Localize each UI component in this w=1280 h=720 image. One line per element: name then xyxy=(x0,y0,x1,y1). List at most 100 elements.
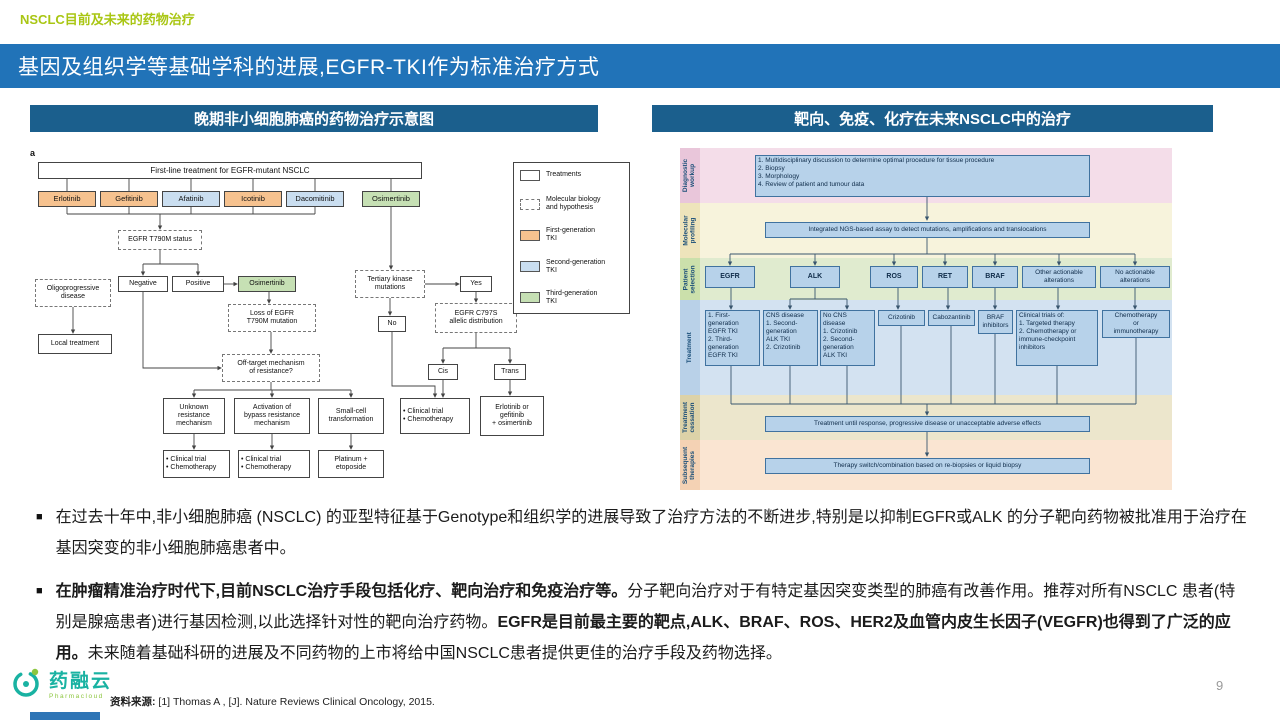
pharmacloud-logo-icon xyxy=(13,668,39,697)
page-title: 基因及组织学等基础学科的进展,EGFR-TKI作为标准治疗方式 xyxy=(18,56,600,79)
logo-subtitle: Pharmacloud xyxy=(49,693,104,700)
node-dacomitinib: Dacomitinib xyxy=(286,191,344,207)
node-negative: Negative xyxy=(118,276,168,292)
figure-label-a: a xyxy=(30,148,36,158)
box-cabozantinib: Cabozantinib xyxy=(928,310,975,326)
node-erlotinib-gefitinib-osimertinib: Erlotinib or gefitinib + osimertinib xyxy=(480,396,544,436)
eyebrow-title: NSCLC目前及未来的药物治疗 xyxy=(20,12,195,27)
box-treatment-cessation: Treatment until response, progressive di… xyxy=(765,416,1090,432)
node-bypass-resistance: Activation of bypass resistance mechanis… xyxy=(234,398,310,434)
pharmacloud-logo: 药融云 Pharmacloud xyxy=(10,664,112,702)
bullet-marker: ■ xyxy=(36,585,43,598)
legend-swatch-molecular xyxy=(520,198,540,210)
node-trans: Trans xyxy=(494,364,526,380)
box-ret: RET xyxy=(922,266,968,288)
box-subsequent-therapy: Therapy switch/combination based on re-b… xyxy=(765,458,1090,474)
right-panel-title: 靶向、免疫、化疗在未来NSCLC中的治疗 xyxy=(794,111,1071,128)
legend-item-thirdgen: Third-generation TKI xyxy=(520,290,623,306)
node-local-treatment: Local treatment xyxy=(38,334,112,354)
bullet-marker: ■ xyxy=(36,511,43,523)
node-oligoprogressive-disease: Oligoprogressive disease xyxy=(35,279,111,307)
bullet2-regular-2: 未来随着基础科研的进展及不同药物的上市将给中国NSCLC患者提供更佳的治疗手段及… xyxy=(87,644,782,662)
node-afatinib: Afatinib xyxy=(162,191,220,207)
node-platinum-etoposide: Platinum + etoposide xyxy=(318,450,384,478)
title-bar: 基因及组织学等基础学科的进展,EGFR-TKI作为标准治疗方式 xyxy=(0,44,1280,88)
left-flowchart: a First-line treatment for EGFR-mutant N… xyxy=(30,146,642,494)
bullet-text-2: 在肿瘤精准治疗时代下,目前NSCLC治疗手段包括化疗、靶向治疗和免疫治疗等。分子… xyxy=(56,577,1250,669)
legend-label-thirdgen: Third-generation TKI xyxy=(546,289,598,305)
band-label-molecular: Molecular profiling xyxy=(680,203,700,258)
source-citation: 资料来源: [1] Thomas A , [J]. Nature Reviews… xyxy=(110,694,435,709)
left-connector-lines xyxy=(66,179,513,450)
box-no-cns-disease: No CNS disease 1. Crizotinib 2. Second- … xyxy=(820,310,875,366)
box-egfr: EGFR xyxy=(705,266,755,288)
box-clinical-trials: Clinical trials of: 1. Targeted therapy … xyxy=(1016,310,1098,366)
band-label-cessation: Treatment cessation xyxy=(680,395,700,440)
node-loss-t790m: Loss of EGFR T790M mutation xyxy=(228,304,316,332)
legend-item-molecular: Molecular biology and hypothesis xyxy=(520,196,623,212)
node-c797s-allelic: EGFR C797S allelic distribution xyxy=(435,303,517,333)
node-clinical-trial-chemo-1: • Clinical trial • Chemotherapy xyxy=(400,398,470,434)
box-braf-inhibitors: BRAF inhibitors xyxy=(978,310,1013,334)
legend-item-treatments: Treatments xyxy=(520,170,623,181)
bullet-text-1: 在过去十年中,非小细胞肺癌 (NSCLC) 的亚型特征基于Genotype和组织… xyxy=(55,509,1247,557)
box-ros: ROS xyxy=(870,266,918,288)
node-smallcell-transformation: Small-cell transformation xyxy=(318,398,384,434)
box-other-actionable: Other actionable alterations xyxy=(1022,266,1096,288)
node-offtarget-mechanism: Off-target mechanism of resistance? xyxy=(222,354,320,382)
legend-label-molecular: Molecular biology and hypothesis xyxy=(546,196,601,212)
legend-item-secondgen: Second-generation TKI xyxy=(520,259,623,275)
node-osimertinib-firstline: Osimertinib xyxy=(362,191,420,207)
legend-label-firstgen: First-generation TKI xyxy=(546,227,596,243)
node-positive: Positive xyxy=(172,276,224,292)
legend-item-firstgen: First-generation TKI xyxy=(520,227,623,243)
legend-label-secondgen: Second-generation TKI xyxy=(546,258,606,274)
bullet2-regular-1: 分子靶向治疗对于有特定基因突变类型的肺癌有改善作用。推荐对所有NSCLC 患者(… xyxy=(55,583,1236,632)
legend-swatch-thirdgen xyxy=(520,292,540,304)
node-osimertinib-secondline: Osimertinib xyxy=(238,276,296,292)
box-diagnostic-steps: 1. Multidisciplinary discussion to deter… xyxy=(755,155,1090,197)
logo-name: 药融云 xyxy=(49,671,113,692)
box-ngs-assay: Integrated NGS-based assay to detect mut… xyxy=(765,222,1090,238)
box-egfr-tki-treatment: 1. First- generation EGFR TKI 2. Third- … xyxy=(705,310,760,366)
bullet-item-2: ■ 在肿瘤精准治疗时代下,目前NSCLC治疗手段包括化疗、靶向治疗和免疫治疗等。… xyxy=(36,577,1250,669)
box-chemo-immunotherapy: Chemotherapy or immunotherapy xyxy=(1102,310,1170,338)
bullet2-bold-1: 在肿瘤精准治疗时代下,目前NSCLC治疗手段包括化疗、靶向治疗和免疫治疗等。 xyxy=(55,583,628,601)
node-tertiary-kinase-mutations: Tertiary kinase mutations xyxy=(355,270,425,298)
band-label-patient: Patient selection xyxy=(680,258,700,300)
footer-accent-bar xyxy=(30,712,100,720)
band-label-subsequent: Subsequent therapies xyxy=(680,440,700,490)
left-panel-title: 晚期非小细胞肺癌的药物治疗示意图 xyxy=(193,111,434,128)
node-unknown-resistance: Unknown resistance mechanism xyxy=(163,398,225,434)
legend-swatch-firstgen xyxy=(520,229,540,241)
node-gefitinib: Gefitinib xyxy=(100,191,158,207)
bullet-list: ■ 在过去十年中,非小细胞肺癌 (NSCLC) 的亚型特征基于Genotype和… xyxy=(36,503,1250,683)
node-first-line-treatment: First-line treatment for EGFR-mutant NSC… xyxy=(38,162,422,179)
band-label-treatment: Treatment xyxy=(680,300,700,395)
box-cns-disease: CNS disease 1. Second- generation ALK TK… xyxy=(763,310,818,366)
legend-swatch-secondgen xyxy=(520,261,540,273)
node-cis: Cis xyxy=(428,364,458,380)
logo-text: 药融云 Pharmacloud xyxy=(49,666,112,700)
right-connector-lines xyxy=(727,197,1138,457)
node-t790m-status: EGFR T790M status xyxy=(118,230,202,250)
node-clinical-trial-chemo-2: • Clinical trial • Chemotherapy xyxy=(163,450,230,478)
band-label-diagnostic: Diagnostic workup xyxy=(680,148,700,203)
band-subsequent-therapies: Subsequent therapies xyxy=(680,440,1172,490)
box-alk: ALK xyxy=(790,266,840,288)
node-icotinib: Icotinib xyxy=(224,191,282,207)
bullet2-bold-2: EGFR是目前最主要的靶点,ALK、BRAF、ROS、HER2及血管内皮生长因子… xyxy=(55,614,1231,662)
flowchart-legend: Treatments Molecular biology and hypothe… xyxy=(513,162,630,314)
page-number: 9 xyxy=(1216,678,1224,693)
node-erlotinib: Erlotinib xyxy=(38,191,96,207)
legend-swatch-treatments xyxy=(520,170,540,181)
bullet-item-1: ■ 在过去十年中,非小细胞肺癌 (NSCLC) 的亚型特征基于Genotype和… xyxy=(36,503,1250,564)
node-yes: Yes xyxy=(460,276,492,292)
source-text: [1] Thomas A , [J]. Nature Reviews Clini… xyxy=(155,696,435,708)
box-braf: BRAF xyxy=(972,266,1018,288)
node-no: No xyxy=(378,316,406,332)
legend-label-treatments: Treatments xyxy=(546,171,582,179)
right-flowchart: Diagnostic workup Molecular profiling Pa… xyxy=(680,148,1172,490)
node-clinical-trial-chemo-3: • Clinical trial • Chemotherapy xyxy=(238,450,310,478)
